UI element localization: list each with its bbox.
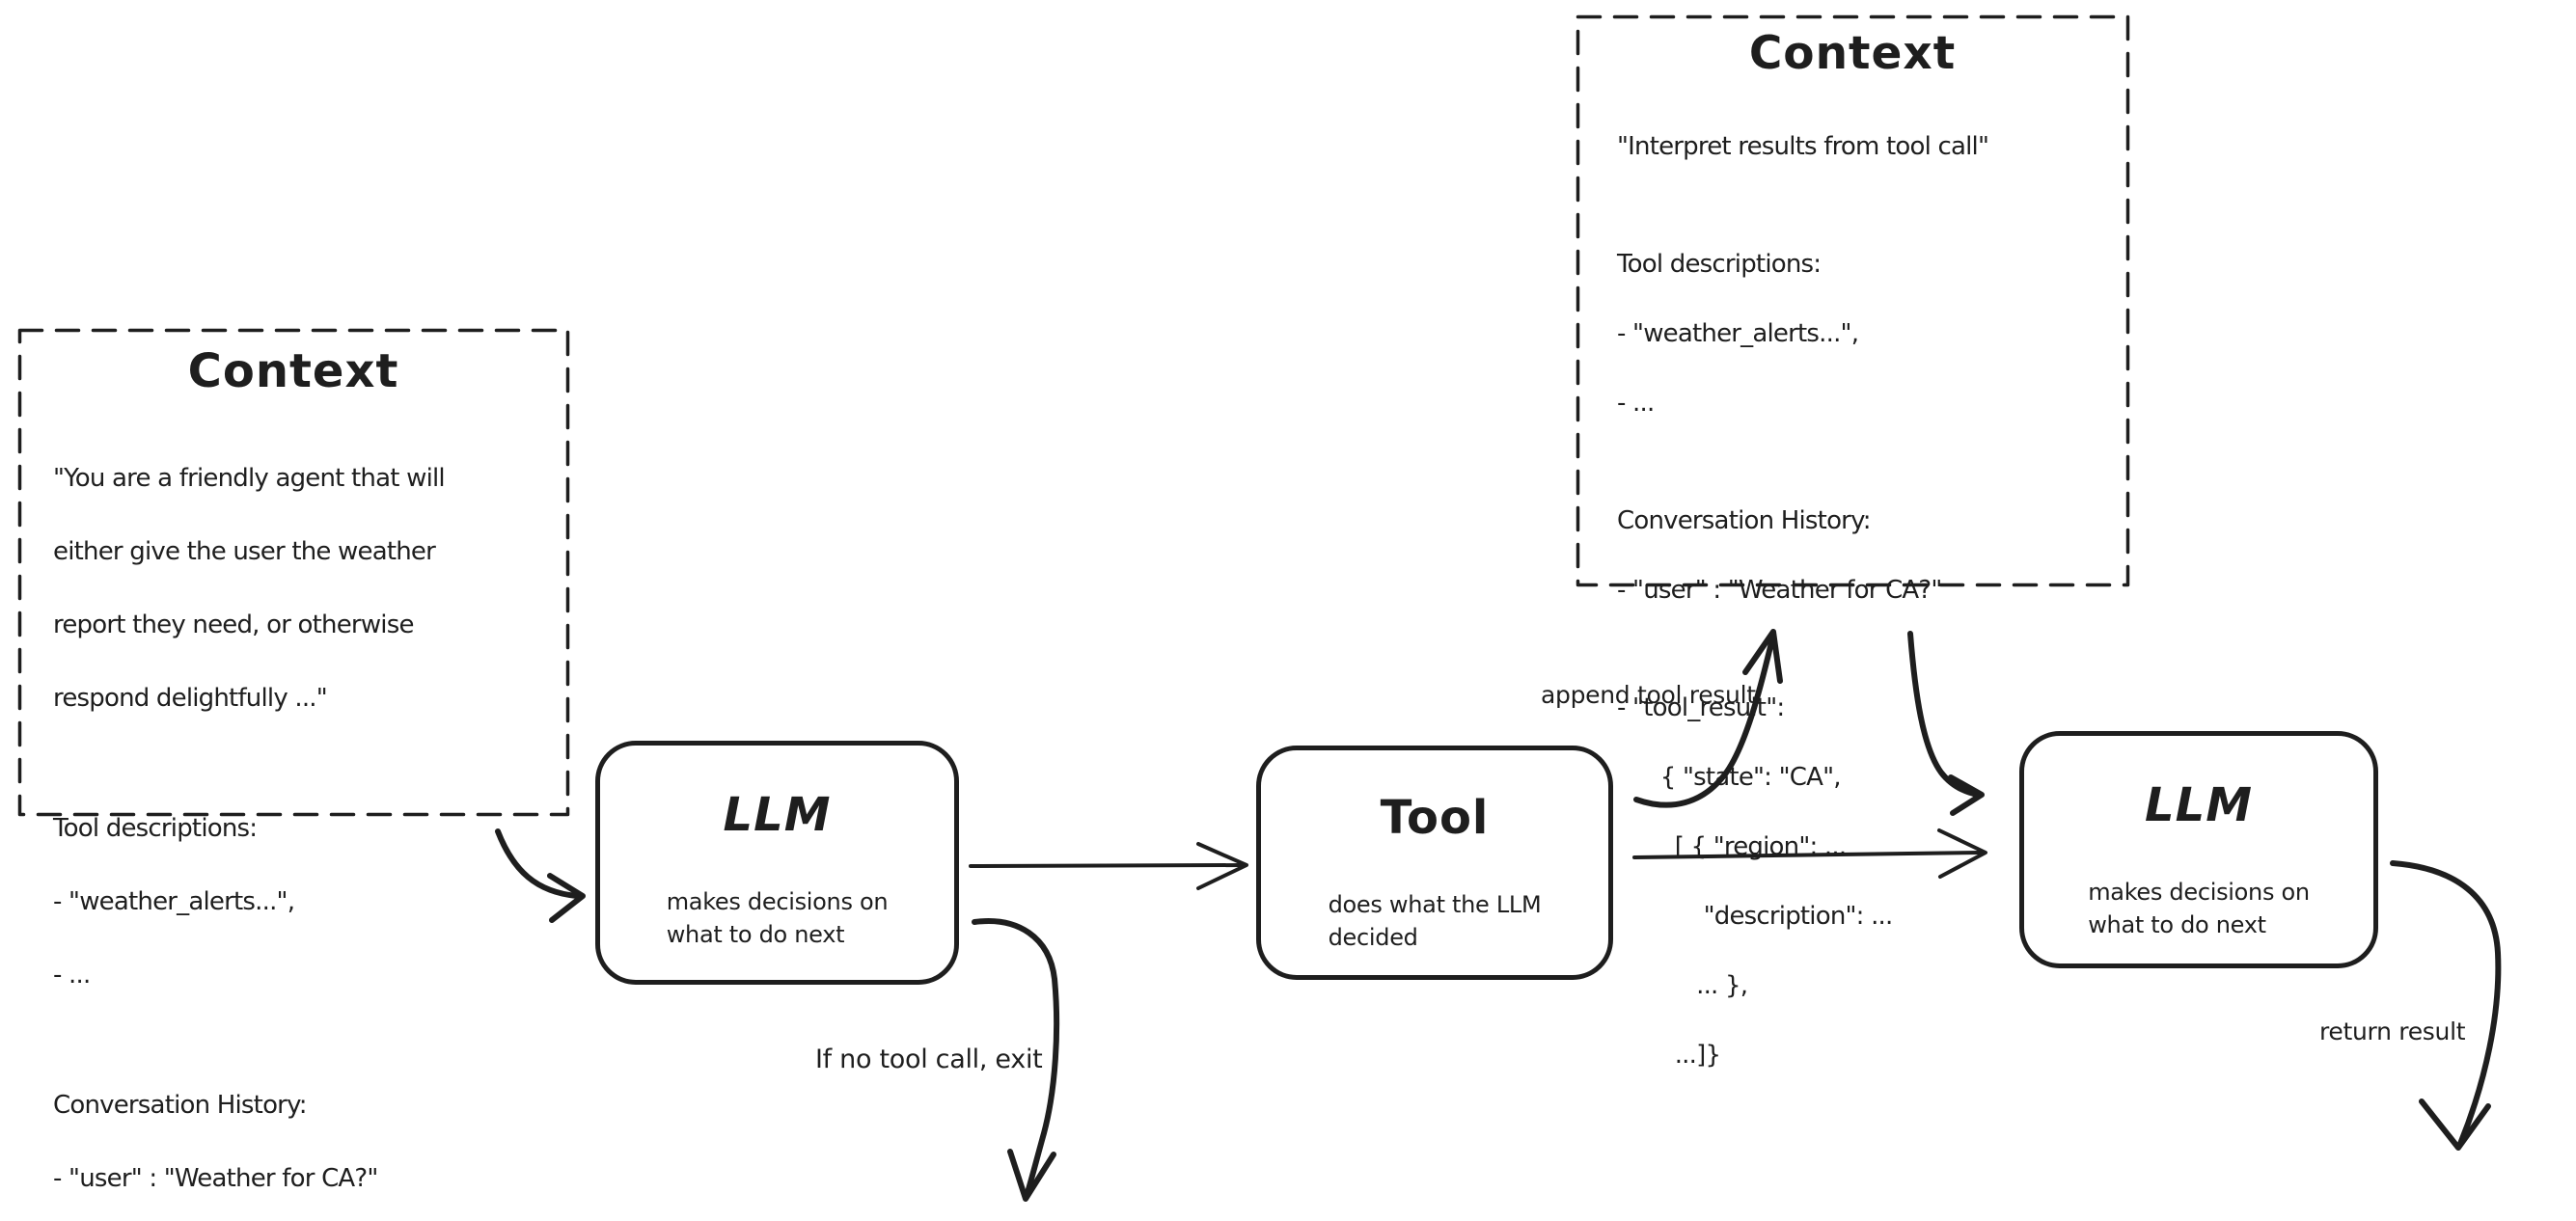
context-left-body: "You are a friendly agent that will eith… <box>18 423 568 1221</box>
tool-subtitle-wrap: does what the LLM decided <box>1261 845 1608 954</box>
spacer <box>53 1030 557 1050</box>
context-top-box: Context "Interpret results from tool cal… <box>1576 15 2128 1108</box>
context-line: Conversation History: <box>53 1091 308 1120</box>
llm-1-subtitle-wrap: makes decisions on what to do next <box>600 842 954 951</box>
tool-node: Tool does what the LLM decided <box>1256 746 1613 980</box>
context-line: Tool descriptions: <box>53 814 258 843</box>
arrow-llm1-to-tool <box>969 842 1248 890</box>
context-line: - "tool_result": <box>1617 693 1785 722</box>
context-line: - "user" : "Weather for CA?" <box>53 1164 378 1193</box>
spacer <box>1617 643 2117 655</box>
llm-2-title: LLM <box>2145 778 2253 832</box>
edge-label-return-result: return result <box>2319 1018 2466 1045</box>
llm-1-node: LLM makes decisions on what to do next <box>595 741 959 985</box>
llm-2-node: LLM makes decisions on what to do next <box>2019 731 2378 968</box>
spacer <box>53 753 557 773</box>
llm-2-title-wrap: LLM <box>2024 778 2373 832</box>
edge-label-if-no-tool-call-exit: If no tool call, exit <box>815 1045 1043 1074</box>
context-line: Conversation History: <box>1617 506 1872 535</box>
context-line: - ... <box>53 961 91 990</box>
context-line: report they need, or otherwise <box>53 610 414 639</box>
llm-2-subtitle-wrap: makes decisions on what to do next <box>2024 832 2373 941</box>
llm-2-subtitle: makes decisions on what to do next <box>2088 879 2310 938</box>
arrow-tool-to-context-top <box>1633 629 1783 808</box>
tool-title: Tool <box>1380 791 1490 845</box>
context-top-border <box>1576 14 2130 587</box>
tool-subtitle: does what the LLM decided <box>1328 891 1542 951</box>
context-line: ...]} <box>1617 1041 1721 1070</box>
context-line: ... }, <box>1617 971 1748 1000</box>
context-line: - "weather_alerts...", <box>1617 319 1859 348</box>
context-line: either give the user the weather <box>53 537 436 566</box>
context-line: [ { "region": ... <box>1617 832 1847 861</box>
context-line: "description": ... <box>1617 902 1894 931</box>
arrow-llm2-return-result <box>2390 860 2502 1151</box>
context-line: respond delightfully ..." <box>53 684 328 713</box>
context-line: { "state": "CA", <box>1617 763 1842 792</box>
arrow-context-left-to-llm1 <box>495 828 586 923</box>
llm-1-title: LLM <box>723 788 832 842</box>
context-line: Tool descriptions: <box>1617 250 1822 279</box>
context-left-border <box>17 328 570 817</box>
llm-1-subtitle: makes decisions on what to do next <box>666 888 889 948</box>
context-line: - ... <box>1617 389 1655 418</box>
spacer <box>1617 200 2117 211</box>
tool-title-wrap: Tool <box>1261 791 1608 845</box>
arrow-tool-to-llm2 <box>1632 828 1987 879</box>
spacer <box>1617 456 2117 468</box>
context-top-body: "Interpret results from tool call" Tool … <box>1576 94 2128 1108</box>
context-line: "You are a friendly agent that will <box>53 464 446 493</box>
context-top-title: Context <box>1748 27 1957 80</box>
context-line: - "user" : "Weather for CA?" <box>1617 576 1942 605</box>
edge-label-append-tool-result: append tool result <box>1541 681 1756 709</box>
context-line: "Interpret results from tool call" <box>1617 132 1989 161</box>
arrow-context-top-to-llm2 <box>1907 631 1985 816</box>
context-line: - "weather_alerts...", <box>53 887 295 916</box>
llm-1-title-wrap: LLM <box>600 788 954 842</box>
context-left-box: Context "You are a friendly agent that w… <box>18 329 568 1221</box>
arrow-llm1-exit <box>972 918 1060 1202</box>
context-left-title: Context <box>187 344 399 398</box>
